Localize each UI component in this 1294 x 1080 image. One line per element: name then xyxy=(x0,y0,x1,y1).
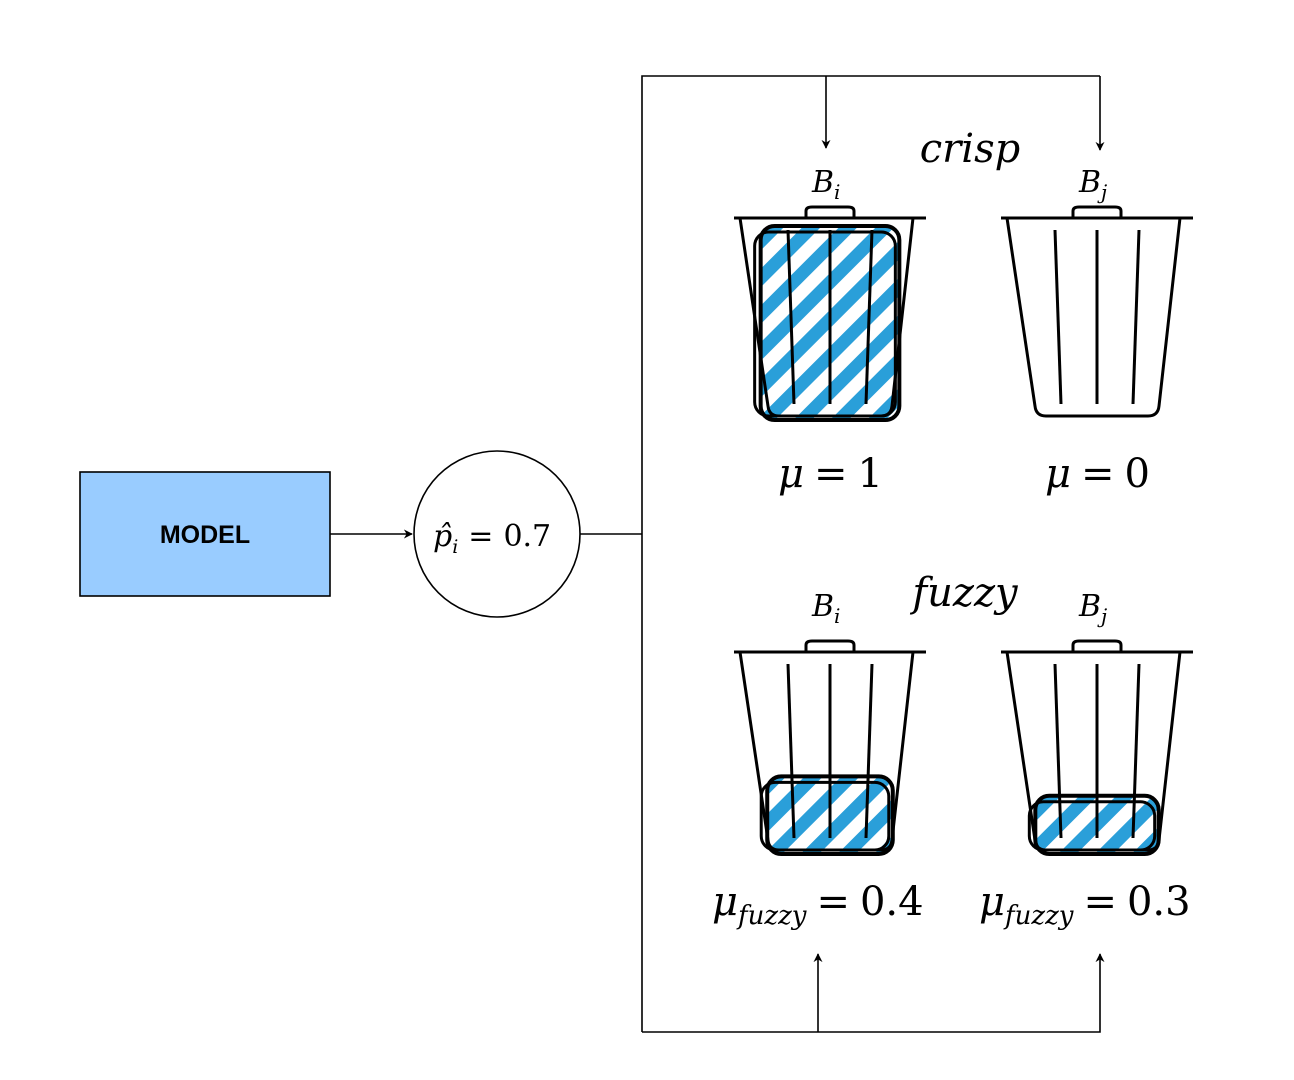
fuzzy-bin-j-mu-subscript: fuzzy xyxy=(1003,901,1074,931)
prediction-value: 0.7 xyxy=(503,519,551,554)
fuzzy-bin-j-mu-equals: = xyxy=(1083,879,1117,925)
fuzzy-bin-j-body xyxy=(1005,651,1182,852)
fuzzy-bin-i-body xyxy=(738,651,915,852)
prediction-node: p̂i = 0.7 xyxy=(413,450,581,618)
crisp-bin-i-mu-value: 1 xyxy=(858,451,883,497)
crisp-bin-j-body xyxy=(1005,217,1182,418)
prediction-symbol: p̂ xyxy=(433,519,452,554)
fuzzy-bin-j-arrow xyxy=(642,953,1105,1033)
prediction-subscript: i xyxy=(452,536,458,558)
fuzzy-bin-i-mu-subscript: fuzzy xyxy=(736,901,807,931)
fuzzy-bin-j-rib xyxy=(1131,663,1141,839)
fuzzy-bin-j-lid-handle xyxy=(1071,639,1123,652)
crisp-bin-j-mu-value: 0 xyxy=(1125,451,1150,497)
crisp-bin-j-mu-equals: = xyxy=(1081,451,1115,497)
crisp-bin-i-rib xyxy=(864,229,874,405)
model-box-rect xyxy=(79,471,331,597)
crisp-bin-j-membership: μ=0 xyxy=(1045,451,1150,497)
fuzzy-bin-j-label-subscript: j xyxy=(1097,604,1107,628)
fuzzy-bin-i-membership: μfuzzy =0.4 xyxy=(712,879,924,931)
crisp-bin-j-label-name: B xyxy=(1078,165,1101,200)
crisp-bin-j-mu-symbol: μ xyxy=(1045,451,1071,497)
fuzzy-bin-j-membership: μfuzzy =0.3 xyxy=(979,879,1191,931)
crisp-bin-i-label: Bi xyxy=(811,165,840,204)
crisp-bin-i-mu-equals: = xyxy=(814,451,848,497)
fuzzy-bin-j-mu-value: 0.3 xyxy=(1127,879,1191,925)
crisp-bin-j-lid-handle xyxy=(1071,205,1123,218)
crisp-bin-i-label-subscript: i xyxy=(834,180,840,204)
crisp-bin-j: Bj μ=0 xyxy=(1001,165,1193,497)
crisp-bin-i: Bi μ=1 xyxy=(734,165,926,497)
fuzzy-bin-i-rib xyxy=(864,663,874,839)
crisp-bin-i-label-name: B xyxy=(811,165,834,200)
crisp-bin-i-lid-handle xyxy=(804,205,856,218)
fuzzy-bin-i-label-name: B xyxy=(811,589,834,624)
crisp-bin-j-rib xyxy=(1053,229,1063,405)
fuzzy-label: fuzzy xyxy=(909,570,1019,616)
crisp-bin-i-mu-symbol: μ xyxy=(778,451,804,497)
fuzzy-bin-j-label-name: B xyxy=(1078,589,1101,624)
prediction-equals: = xyxy=(468,519,493,554)
fuzzy-bin-j-rib xyxy=(1053,663,1063,839)
fuzzy-bin-i-lid-handle xyxy=(804,639,856,652)
model-box: MODEL xyxy=(79,471,331,597)
bus-line xyxy=(641,75,1100,1032)
fuzzy-bin-j-mu-symbol: μ xyxy=(979,879,1005,925)
crisp-bin-j-rib xyxy=(1131,229,1141,405)
connector-lines xyxy=(580,75,1105,1033)
crisp-bin-j-label: Bj xyxy=(1078,165,1107,204)
crisp-label: crisp xyxy=(920,126,1020,172)
model-label: MODEL xyxy=(160,521,250,549)
fuzzy-bin-j-label: Bj xyxy=(1078,589,1107,628)
crisp-bin-j-label-subscript: j xyxy=(1097,180,1107,204)
fuzzy-bin-i-rib xyxy=(786,663,796,839)
crisp-bin-i-rib xyxy=(786,229,796,405)
fuzzy-bin-i-mu-value: 0.4 xyxy=(860,879,924,925)
fuzzy-bin-i-mu-symbol: μ xyxy=(712,879,738,925)
fuzzy-bin-i-mu-equals: = xyxy=(816,879,850,925)
prediction-label: p̂i = 0.7 xyxy=(433,519,551,558)
fuzzy-bin-j: Bj μfuzzy =0.3 xyxy=(979,589,1193,931)
fuzzy-bin-i: Bi μfuzzy =0.4 xyxy=(712,589,926,931)
crisp-bin-i-membership: μ=1 xyxy=(778,451,883,497)
fuzzy-bin-i-label: Bi xyxy=(811,589,840,628)
fuzzy-bin-i-label-subscript: i xyxy=(834,604,840,628)
crisp-bin-i-body xyxy=(738,217,915,418)
